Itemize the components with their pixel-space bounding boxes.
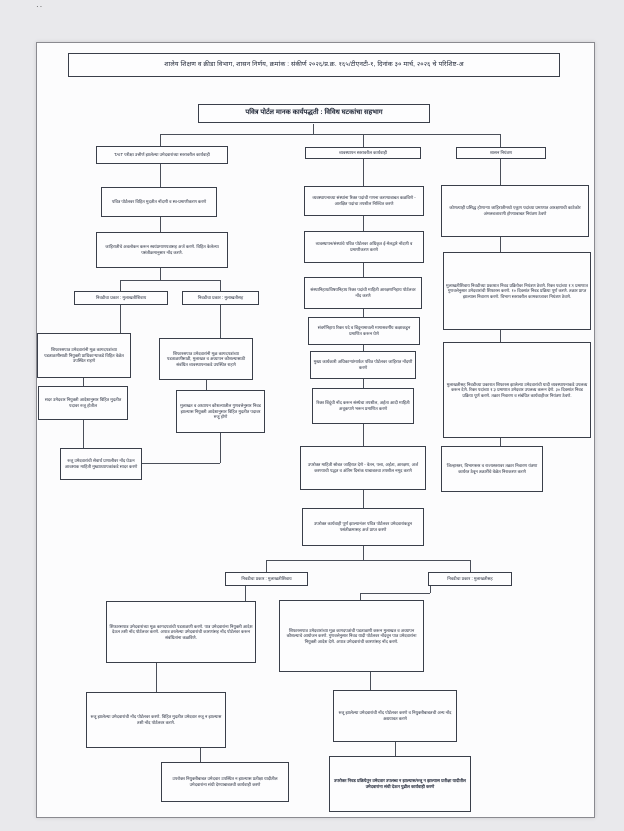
flow-box-selection-without-interview-left: निवडीचा प्रकार : मुलाखतीशिवाय xyxy=(74,291,168,305)
connector-line xyxy=(360,593,361,600)
flow-box-vacancy-count-notice: व्यवस्थापनाच्या संस्थांना रिक्त पदांची ग… xyxy=(304,186,424,216)
corner-marks: ·· xyxy=(36,2,44,11)
flow-box-document-verification: शिफारसपात्र उमेदवारांनी मूळ कागदपत्रांच्… xyxy=(37,333,131,378)
connector-line xyxy=(220,280,221,291)
connector-line xyxy=(500,330,501,342)
connector-line xyxy=(363,490,364,508)
flow-box-interview-selection: शिफारसपात्र उमेदवारांच्या मूळ कागदपत्रां… xyxy=(279,600,424,672)
connector-line xyxy=(120,305,121,333)
connector-line xyxy=(470,560,471,572)
connector-line xyxy=(160,164,161,187)
connector-line xyxy=(363,424,364,446)
connector-line xyxy=(220,305,221,338)
connector-line xyxy=(120,280,121,291)
connector-line xyxy=(220,433,221,463)
flow-box-reservation-control: कोणत्याही प्रसिद्ध होणाऱ्या जाहिरातीमध्य… xyxy=(441,185,589,237)
connector-line xyxy=(160,134,501,135)
connector-line xyxy=(160,268,161,280)
connector-line xyxy=(266,560,267,572)
flow-box-grievance-redressal: जिल्हास्तर, विभागस्तर व राज्यस्तरावर तक्… xyxy=(441,446,543,492)
flow-box-interview-attendance: शिफारसपात्र उमेदवारांनी मूळ कागदपत्रांच्… xyxy=(159,338,253,380)
connector-line xyxy=(363,309,364,317)
connector-line xyxy=(500,438,501,446)
flow-box-merit-joining: मुलाखत व अध्यापन कौशल्यातील गुणवत्तेनुसा… xyxy=(176,390,265,433)
connector-line xyxy=(363,345,364,351)
flow-box-joining-record: रुजू झालेल्या उमेदवारांची नोंद पोर्टलवर … xyxy=(86,692,226,748)
flow-box-joining-order: सदर उमेदवार नियुक्ती आदेशानुसार विहित मु… xyxy=(38,386,128,420)
connector-line xyxy=(363,546,364,560)
connector-line xyxy=(245,586,246,601)
connector-line xyxy=(200,748,201,762)
flow-box-vacancy-details: रिक्त बिंदूंची नोंद करून संस्थेचा तपशील,… xyxy=(312,388,414,424)
connector-line xyxy=(360,593,430,594)
connector-line xyxy=(395,742,396,756)
connector-line xyxy=(363,216,364,231)
flow-box-waitlist-next-action: उपरोक्त निवड प्रक्रियेतून उमेदवार उपलब्ध… xyxy=(329,756,471,812)
flow-box-advertisement-contents: उपरोक्त माहिती सोबत जाहिरात देणे - वेतन,… xyxy=(300,446,426,490)
column-header-management: व्यवस्थापन स्तरावरील कार्यवाही xyxy=(305,147,421,159)
connector-line xyxy=(156,663,157,692)
flow-box-verification-appointment: शिफारसपात्र उमेदवारांच्या मूळ कागदपत्रां… xyxy=(106,601,256,663)
connector-line xyxy=(363,263,364,277)
column-header-government: शासन नियंत्रण xyxy=(456,147,546,159)
flow-box-selection-with-interview-middle: निवडीचा प्रकार : मुलाखतीसह xyxy=(428,572,512,586)
connector-line xyxy=(142,463,220,464)
connector-line xyxy=(160,217,161,232)
column-header-candidates: TAIT परीक्षा उत्तीर्ण झालेल्या उमेदवारां… xyxy=(96,146,228,164)
connector-line xyxy=(266,560,470,561)
connector-line xyxy=(363,159,364,186)
flowchart-title: पवित्र पोर्टल मानक कार्यपद्धती : विविध घ… xyxy=(198,104,430,123)
connector-line xyxy=(83,420,84,448)
flow-box-joining-update: रुजू झालेल्या उमेदवारांची नोंद पोर्टलवर … xyxy=(333,690,457,742)
connector-line xyxy=(206,380,207,390)
flow-box-waitlist-action: उपरोक्त नियुक्तीबाबत उमेदवार उपस्थित न झ… xyxy=(161,762,289,802)
connector-line xyxy=(370,672,371,690)
flow-box-selection-with-interview-left: निवडीचा प्रकार : मुलाखतीसह xyxy=(182,291,259,305)
flow-box-joined-candidate-record: रुजू उमेदवारांची सेवार्थ प्रणालीवर नोंद … xyxy=(60,448,142,480)
flow-box-management-registration: व्यवस्थापन/संस्थांचे पवित्र पोर्टलवर अधि… xyxy=(304,231,424,263)
connector-line xyxy=(83,378,84,386)
connector-line xyxy=(500,134,501,147)
flow-box-roster-certification: संवर्गनिहाय रिक्त पदे व बिंदुनामावली माग… xyxy=(308,317,420,345)
flow-box-control-with-interview: मुलाखतीसह निवडीच्या प्रकारात शिफारस झाले… xyxy=(443,342,591,438)
flow-box-vacancy-entry: संस्थानिहाय/विषयनिहाय रिक्त पदांची माहित… xyxy=(304,277,422,309)
connector-line xyxy=(363,134,364,147)
connector-line xyxy=(120,280,220,281)
flow-box-candidate-registration: पवित्र पोर्टलवर विहित मुदतीत नोंदणी व स्… xyxy=(101,187,217,217)
connector-line xyxy=(313,124,314,134)
connector-line xyxy=(430,586,431,593)
connector-line xyxy=(500,159,501,185)
document-header: शालेय शिक्षण व क्रीडा विभाग, शासन निर्णय… xyxy=(68,53,560,77)
flow-box-control-without-interview: मुलाखतीशिवाय निवडीच्या प्रकारात निवड प्र… xyxy=(443,252,591,330)
connector-line xyxy=(160,134,161,146)
connector-line xyxy=(363,379,364,388)
flow-box-advertisement-registration: मुख्य कार्यकारी अधिकाऱ्यांमार्फत पवित्र … xyxy=(310,351,416,379)
connector-line xyxy=(500,237,501,252)
flow-box-candidate-application: जाहिरातीचे अवलोकन करून स्वयंप्रमाणपत्रास… xyxy=(96,232,228,268)
flow-box-selection-without-interview-middle: निवडीचा प्रकार : मुलाखतीशिवाय xyxy=(225,572,308,586)
flow-box-receive-preferences: उपरोक्त कार्यवाही पूर्ण झाल्यानंतर पवित्… xyxy=(302,508,424,546)
